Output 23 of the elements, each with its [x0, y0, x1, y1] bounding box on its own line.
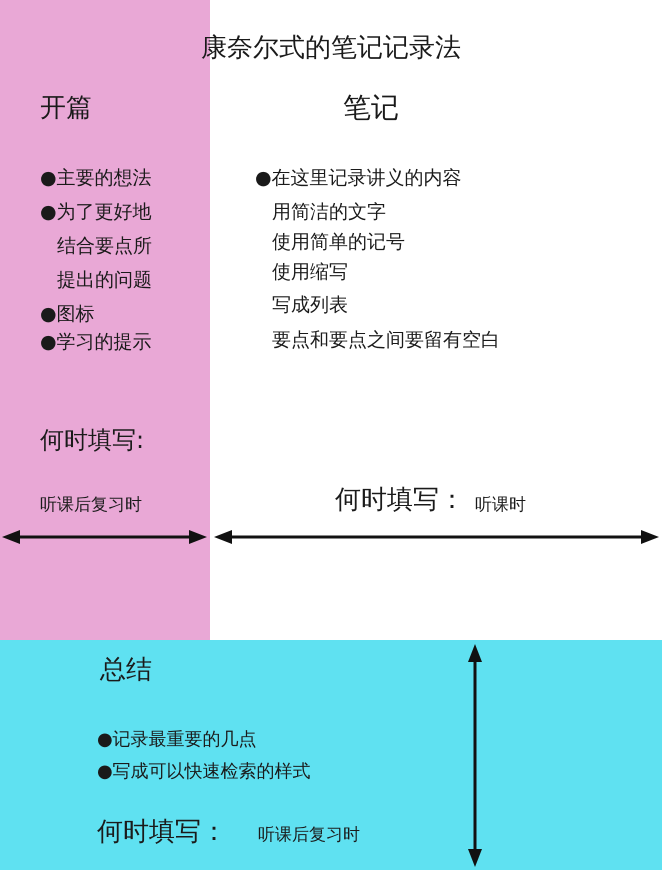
when-to-fill-label: 何时填写： [97, 816, 227, 849]
bullet-item: ●在这里记录讲义的内容 [255, 166, 462, 191]
summary-panel [0, 640, 662, 870]
note-line: 要点和要点之间要留有空白 [272, 328, 500, 353]
note-line: 写成列表 [272, 293, 348, 318]
note-line: 使用缩写 [272, 260, 348, 285]
column-heading: 笔记 [343, 90, 399, 126]
note-line: 使用简单的记号 [272, 230, 405, 255]
column-heading: 总结 [100, 654, 152, 687]
bullet-item: ●写成可以快速检索的样式 [97, 760, 311, 784]
note-line: 用简洁的文字 [272, 200, 386, 225]
bullet-item: ●图标 [40, 302, 95, 327]
bullet-item: ●记录最重要的几点 [97, 728, 257, 752]
bullet-item: ●为了更好地结合要点所提出的问题 [40, 200, 153, 293]
bullet-item: ●学习的提示 [40, 330, 152, 355]
bullet-item: ●主要的想法 [40, 166, 152, 191]
fill-time-text: 听课时 [475, 494, 526, 517]
diagram-title: 康奈尔式的笔记记录法 [200, 32, 462, 65]
fill-time-text: 听课后复习时 [40, 494, 142, 517]
when-to-fill-label: 何时填写: [40, 425, 144, 456]
column-heading: 开篇 [40, 92, 92, 125]
when-to-fill-label: 何时填写： [335, 484, 465, 517]
fill-time-text: 听课后复习时 [258, 824, 360, 847]
